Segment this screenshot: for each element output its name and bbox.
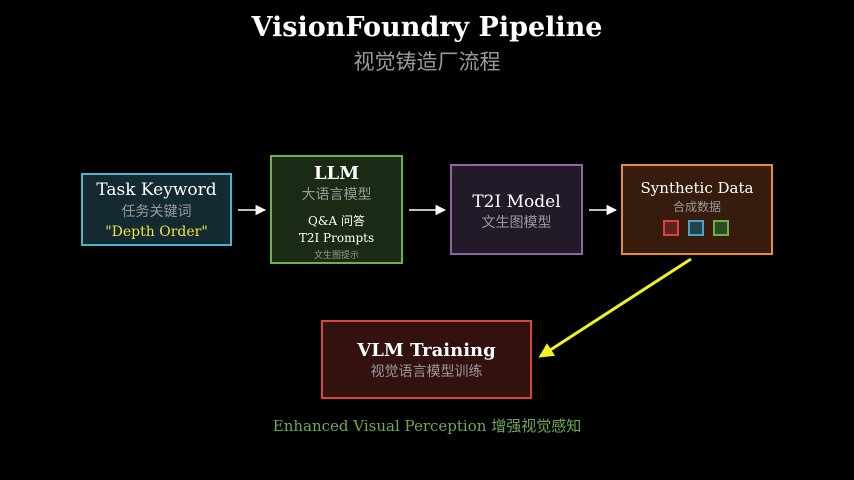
llm-qa-line: Q&A 问答	[307, 214, 365, 228]
blue-image-icon	[688, 220, 704, 236]
footer-caption: Enhanced Visual Perception 增强视觉感知	[0, 415, 854, 436]
synthetic-data-subtitle: 合成数据	[672, 200, 721, 214]
t2i-model-title: T2I Model	[472, 192, 561, 212]
footer-caption-zh: 增强视觉感知	[491, 417, 582, 435]
task-keyword-node: Task Keyword 任务关键词 "Depth Order"	[81, 173, 232, 246]
synthetic-data-node: Synthetic Data 合成数据	[621, 164, 773, 255]
synthetic-data-title: Synthetic Data	[640, 179, 754, 197]
llm-node: LLM 大语言模型 Q&A 问答 T2I Prompts 文生图提示	[270, 155, 403, 264]
arrow-synthetic-to-vlm	[538, 257, 692, 358]
llm-prompts-note: 文生图提示	[313, 251, 359, 261]
vlm-training-node: VLM Training 视觉语言模型训练	[321, 320, 532, 399]
task-keyword-title: Task Keyword	[96, 180, 217, 200]
t2i-model-node: T2I Model 文生图模型	[450, 164, 583, 255]
task-keyword-subtitle: 任务关键词	[121, 204, 192, 220]
red-image-icon	[663, 220, 679, 236]
page-subtitle: 视觉铸造厂流程	[353, 50, 501, 74]
llm-prompts-line: T2I Prompts	[298, 231, 375, 245]
t2i-model-subtitle: 文生图模型	[481, 215, 552, 231]
green-image-icon	[713, 220, 729, 236]
footer-caption-en: Enhanced Visual Perception	[272, 417, 487, 435]
task-keyword-example: "Depth Order"	[105, 224, 208, 240]
vlm-training-subtitle: 视觉语言模型训练	[370, 364, 483, 380]
page-title: VisionFoundry Pipeline	[251, 12, 603, 43]
llm-subtitle: 大语言模型	[301, 187, 372, 203]
vlm-training-title: VLM Training	[357, 340, 496, 361]
llm-title: LLM	[313, 163, 360, 184]
